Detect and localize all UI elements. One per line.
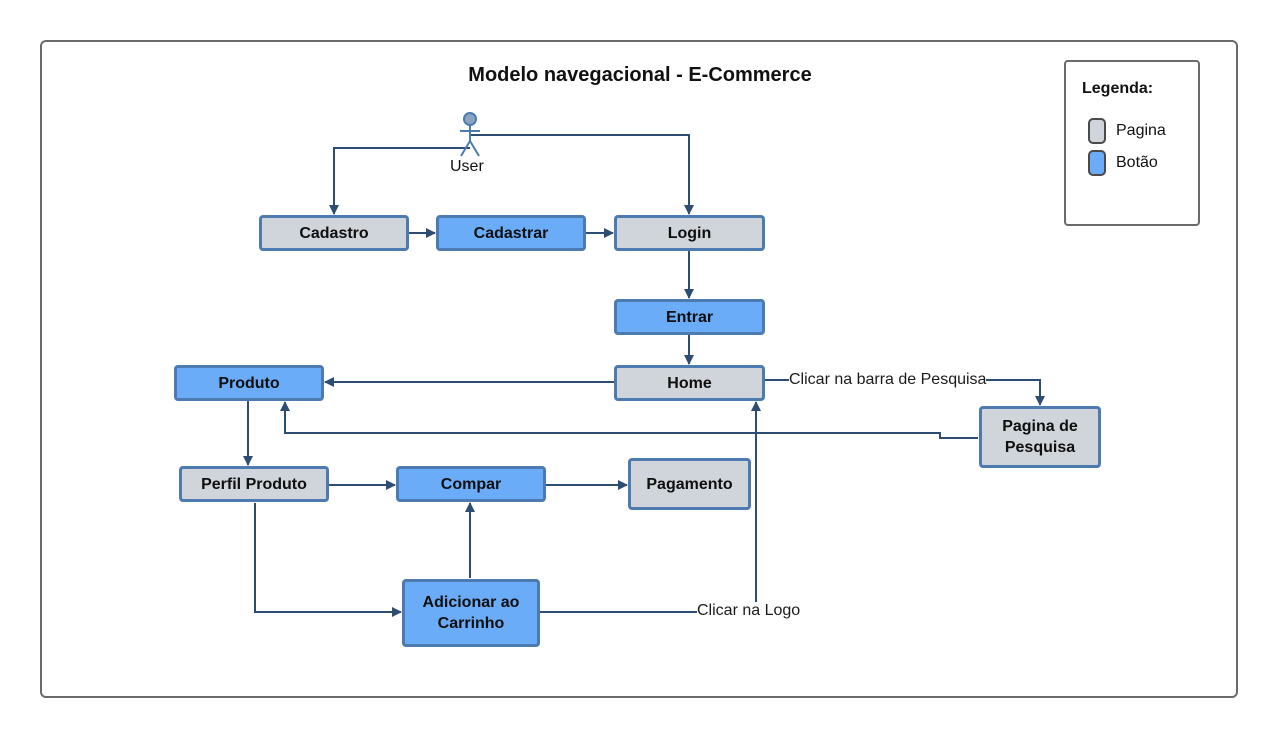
node-login[interactable]: Login <box>614 215 765 251</box>
legend-swatch-botao <box>1088 150 1106 176</box>
node-adicionar-carrinho[interactable]: Adicionar ao Carrinho <box>402 579 540 647</box>
legend-swatch-pagina <box>1088 118 1106 144</box>
legend-title: Legenda: <box>1082 80 1154 97</box>
user-actor-icon <box>460 112 480 157</box>
edge-perfil-carrinho <box>254 503 402 617</box>
node-compar-label: Compar <box>440 475 502 493</box>
user-actor-label: User <box>450 158 484 175</box>
node-pagamento[interactable]: Pagamento <box>628 458 751 510</box>
node-perfil-produto[interactable]: Perfil Produto <box>179 466 329 502</box>
edge-label-logo: Clicar na Logo <box>697 602 801 620</box>
edge-user-cadastro <box>329 147 470 215</box>
node-adicionar-carrinho-label: Adicionar ao Carrinho <box>422 594 520 632</box>
edge-label-search: Clicar na barra de Pesquisa <box>789 371 987 389</box>
legend: Legenda: Pagina Botão <box>1064 60 1200 226</box>
node-cadastro-label: Cadastro <box>299 224 369 242</box>
diagram-frame <box>40 40 1238 698</box>
node-home[interactable]: Home <box>614 365 765 401</box>
edge-user-login <box>470 134 694 215</box>
legend-item-pagina: Pagina <box>1088 118 1166 144</box>
node-perfil-produto-label: Perfil Produto <box>201 475 307 493</box>
node-pagamento-label: Pagamento <box>646 475 733 493</box>
node-cadastro[interactable]: Cadastro <box>259 215 409 251</box>
node-cadastrar-label: Cadastrar <box>473 224 549 242</box>
legend-label-pagina: Pagina <box>1116 122 1166 139</box>
edge-pesquisa-produto <box>280 401 978 439</box>
node-produto-label: Produto <box>218 374 280 392</box>
node-home-label: Home <box>667 374 712 392</box>
diagram-title: Modelo navegacional - E-Commerce <box>468 64 812 86</box>
node-compar[interactable]: Compar <box>396 466 546 502</box>
node-entrar-label: Entrar <box>665 308 714 326</box>
legend-item-botao: Botão <box>1088 150 1158 176</box>
node-pagina-pesquisa-label: Pagina de Pesquisa <box>1002 418 1078 456</box>
legend-label-botao: Botão <box>1116 154 1158 171</box>
node-login-label: Login <box>667 224 712 242</box>
node-pagina-pesquisa[interactable]: Pagina de Pesquisa <box>979 406 1101 468</box>
node-entrar[interactable]: Entrar <box>614 299 765 335</box>
node-produto[interactable]: Produto <box>174 365 324 401</box>
node-cadastrar[interactable]: Cadastrar <box>436 215 586 251</box>
